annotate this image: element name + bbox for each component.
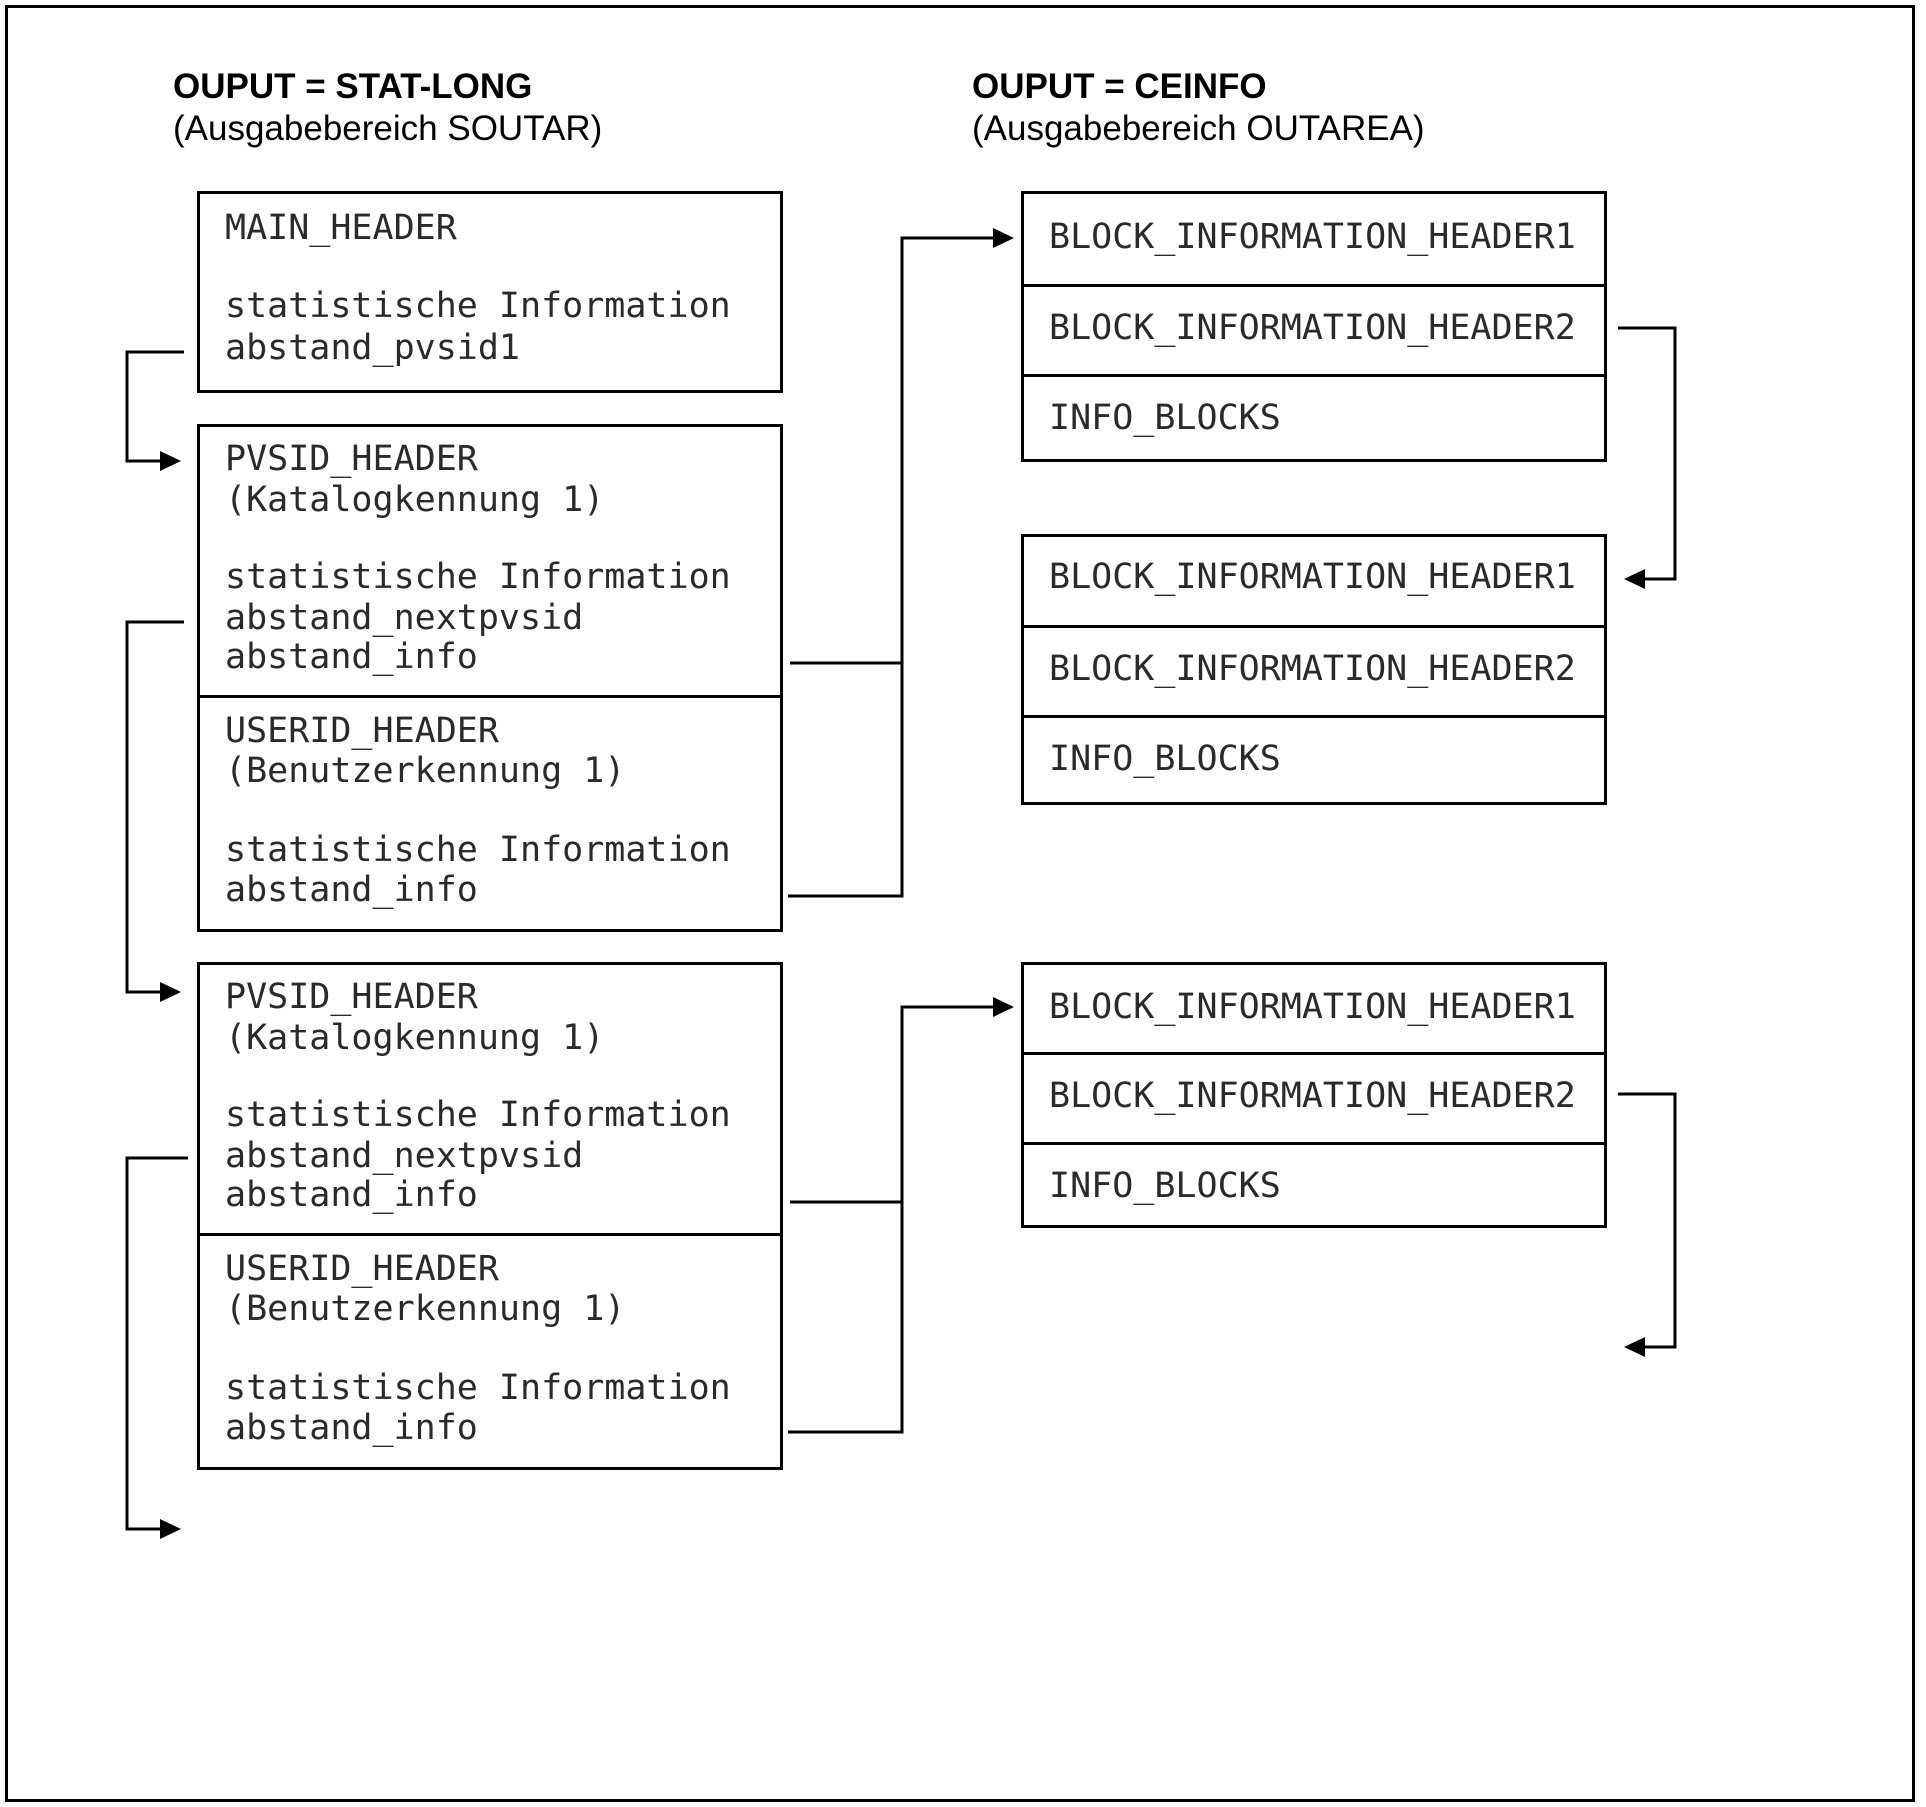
block-row: BLOCK_INFORMATION_HEADER1: [1024, 965, 1604, 1052]
left-column-heading: OUPUT = STAT-LONG (Ausgabebereich SOUTAR…: [173, 66, 602, 150]
userid-header-line: USERID_HEADER: [225, 1249, 499, 1289]
left-column-title: OUPUT = STAT-LONG: [173, 67, 533, 106]
pvsid-header-line: abstand_info: [225, 637, 478, 677]
block-row: BLOCK_INFORMATION_HEADER2: [1024, 284, 1604, 374]
block-row: BLOCK_INFORMATION_HEADER2: [1024, 1052, 1604, 1142]
userid-header-line: abstand_info: [225, 870, 478, 910]
left-column-subtitle: (Ausgabebereich SOUTAR): [173, 109, 603, 148]
pvsid-header-line: abstand_nextpvsid: [225, 598, 584, 638]
block-row-label: BLOCK_INFORMATION_HEADER1: [1049, 217, 1576, 257]
block-row: BLOCK_INFORMATION_HEADER2: [1024, 625, 1604, 715]
pvsid-header-line: abstand_nextpvsid: [225, 1136, 584, 1176]
userid-header-line: abstand_info: [225, 1408, 478, 1448]
pvsid-header-line: PVSID_HEADER: [225, 439, 478, 479]
pvsid-header-line: statistische Information: [225, 557, 731, 597]
block-row: BLOCK_INFORMATION_HEADER1: [1024, 194, 1604, 284]
block-row: INFO_BLOCKS: [1024, 715, 1604, 802]
main-header-line: abstand_pvsid1: [225, 328, 521, 368]
main-header-line: MAIN_HEADER: [225, 208, 457, 248]
right-column-heading: OUPUT = CEINFO (Ausgabebereich OUTAREA): [972, 66, 1425, 150]
userid-header-line: (Benutzerkennung 1): [225, 1289, 626, 1329]
catalog-group-1: PVSID_HEADER (Katalogkennung 1) statisti…: [197, 424, 783, 932]
block-row-label: INFO_BLOCKS: [1049, 1166, 1281, 1206]
diagram-frame: [5, 5, 1915, 1802]
right-column-subtitle: (Ausgabebereich OUTAREA): [972, 109, 1425, 148]
pvsid-header-line: abstand_info: [225, 1175, 478, 1215]
main-header-box: MAIN_HEADER statistische Information abs…: [197, 191, 783, 393]
right-column-title: OUPUT = CEINFO: [972, 67, 1267, 106]
catalog-group-2: PVSID_HEADER (Katalogkennung 1) statisti…: [197, 962, 783, 1470]
userid-header-section: USERID_HEADER (Benutzerkennung 1) statis…: [200, 695, 780, 929]
pvsid-header-line: PVSID_HEADER: [225, 977, 478, 1017]
block-row-label: BLOCK_INFORMATION_HEADER1: [1049, 987, 1576, 1027]
userid-header-line: statistische Information: [225, 1368, 731, 1408]
userid-header-line: statistische Information: [225, 830, 731, 870]
pvsid-header-line: (Katalogkennung 1): [225, 480, 605, 520]
pvsid-header-section: PVSID_HEADER (Katalogkennung 1) statisti…: [200, 427, 780, 695]
userid-header-line: (Benutzerkennung 1): [225, 751, 626, 791]
block-row: INFO_BLOCKS: [1024, 1142, 1604, 1225]
userid-header-section: USERID_HEADER (Benutzerkennung 1) statis…: [200, 1233, 780, 1467]
block-row-label: BLOCK_INFORMATION_HEADER1: [1049, 557, 1576, 597]
block-row: INFO_BLOCKS: [1024, 374, 1604, 459]
pvsid-header-line: (Katalogkennung 1): [225, 1018, 605, 1058]
block-info-box-1: BLOCK_INFORMATION_HEADER1 BLOCK_INFORMAT…: [1021, 191, 1607, 462]
block-row-label: BLOCK_INFORMATION_HEADER2: [1049, 308, 1576, 348]
userid-header-line: USERID_HEADER: [225, 711, 499, 751]
pvsid-header-section: PVSID_HEADER (Katalogkennung 1) statisti…: [200, 965, 780, 1233]
main-header-line: statistische Information: [225, 286, 731, 326]
block-row-label: INFO_BLOCKS: [1049, 739, 1281, 779]
pvsid-header-line: statistische Information: [225, 1095, 731, 1135]
block-row-label: BLOCK_INFORMATION_HEADER2: [1049, 649, 1576, 689]
block-row-label: INFO_BLOCKS: [1049, 398, 1281, 438]
block-row-label: BLOCK_INFORMATION_HEADER2: [1049, 1076, 1576, 1116]
block-row: BLOCK_INFORMATION_HEADER1: [1024, 537, 1604, 625]
block-info-box-3: BLOCK_INFORMATION_HEADER1 BLOCK_INFORMAT…: [1021, 962, 1607, 1228]
block-info-box-2: BLOCK_INFORMATION_HEADER1 BLOCK_INFORMAT…: [1021, 534, 1607, 805]
